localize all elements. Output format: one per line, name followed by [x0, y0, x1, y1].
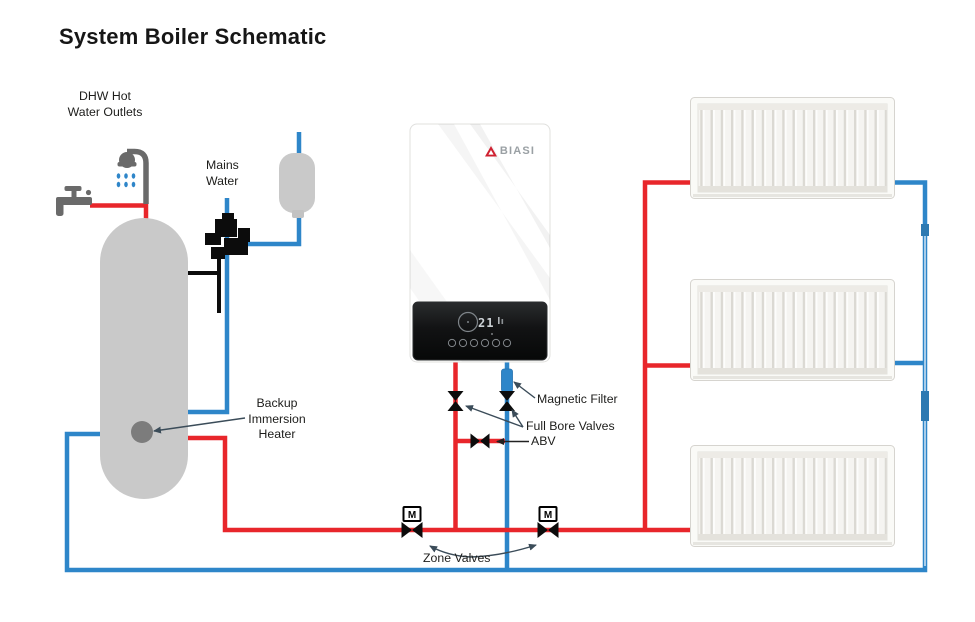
pipe-joint	[921, 224, 929, 236]
tap-icon	[56, 186, 92, 216]
radiator-1	[690, 97, 895, 199]
radiator-3	[690, 445, 895, 547]
brand-triangle-icon	[484, 145, 497, 156]
label-mains-water: Mains Water	[206, 158, 239, 188]
mains-cold-pipe	[188, 198, 230, 415]
immersion-heater-boss	[131, 421, 153, 443]
label-magnetic-filter: Magnetic Filter	[537, 392, 618, 406]
boiler: 21	[409, 123, 551, 363]
full-bore-arrow-right	[511, 409, 524, 428]
annotation-arrows	[153, 381, 537, 558]
brand-text: BIASI	[499, 145, 536, 157]
shower-icon	[116, 148, 149, 204]
abv-valve	[470, 433, 490, 449]
magnetic-filter	[501, 368, 513, 393]
zone-valve-motor-label: M	[408, 510, 416, 521]
hot-water-cylinder	[100, 218, 188, 499]
label-abv: ABV	[531, 434, 556, 448]
expansion-vessel-pipe	[242, 213, 302, 247]
immersion-heater-arrow	[153, 417, 246, 434]
zone-valve-arrow-right	[470, 543, 537, 558]
zone-valve-arrow-left	[429, 545, 472, 558]
mains-valve-group	[205, 213, 250, 259]
label-zone-valves: Zone Valves	[423, 551, 491, 565]
boiler-control-panel	[412, 301, 548, 361]
water-drops	[116, 173, 136, 188]
radiator-flow-riser	[642, 180, 690, 530]
boiler-buttons	[447, 338, 512, 348]
zone-valve-1: M	[401, 506, 423, 538]
full-bore-arrow-left	[465, 405, 524, 428]
full-bore-valve-flow	[447, 391, 464, 411]
label-full-bore-valves: Full Bore Valves	[526, 419, 615, 433]
flow-main-pipe	[188, 435, 690, 533]
boiler-display-value: 21	[478, 316, 494, 330]
boiler-dial-icon	[457, 311, 479, 333]
page-title: System Boiler Schematic	[59, 24, 327, 49]
zone-valve-2: M	[537, 506, 559, 538]
label-immersion-heater: Backup Immersion Heater	[248, 396, 306, 441]
label-dhw-outlets: DHW Hot Water Outlets	[67, 89, 143, 119]
return-main-pipe	[64, 180, 928, 573]
zone-valve-motor-label: M	[544, 510, 552, 521]
radiator-2	[690, 279, 895, 381]
boiler-brand: BIASI	[440, 145, 580, 157]
full-bore-valve-return	[499, 391, 515, 411]
expansion-vessel	[279, 153, 315, 218]
magnetic-filter-arrow	[513, 381, 536, 399]
pipe-joint	[921, 391, 929, 421]
